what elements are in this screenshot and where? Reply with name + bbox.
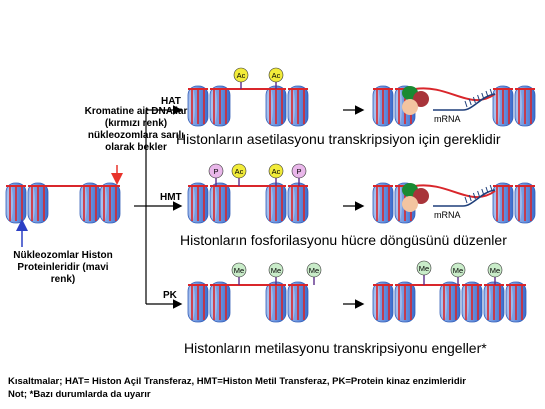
nucleosome: [492, 85, 514, 127]
nucleosome: [209, 182, 231, 224]
nucleosome: [287, 281, 309, 323]
dna-label-line: nükleozomlara sarılı: [87, 130, 185, 141]
protein-subunit: [413, 91, 429, 107]
acetyl-mark: Ac: [231, 163, 247, 186]
mark-label: Me: [309, 266, 319, 275]
abbreviations-note: Kısaltmalar; HAT= Histon Açil Transferaz…: [8, 375, 466, 401]
note-line: Not; *Bazı durumlarda da uyarır: [8, 389, 151, 400]
mark-label: Me: [490, 266, 500, 275]
dna-label-line: Kromatine ait DNA’lar: [84, 106, 188, 117]
histone-label-line: Nükleozomlar Histon: [13, 250, 113, 261]
mark-label: Ac: [235, 167, 244, 176]
nucleosome: [492, 182, 514, 224]
mark-label: Me: [271, 266, 281, 275]
nucleosome: [461, 281, 483, 323]
nucleosome: [514, 85, 536, 127]
open-dna: [414, 184, 496, 199]
pk-row: Me Me Me Me Me Me: [187, 260, 527, 323]
start-chromatin: [5, 182, 121, 224]
nucleosome: [265, 85, 287, 127]
mark-label: P: [213, 167, 218, 176]
nucleosome: [505, 281, 527, 323]
nucleosome: [287, 182, 309, 224]
nucleosome: [27, 182, 49, 224]
methyl-mark: Me: [306, 262, 322, 285]
mark-label: Me: [453, 266, 463, 275]
protein-subunit: [402, 196, 418, 212]
pk-label: PK: [163, 290, 177, 301]
transcription-complex: [402, 86, 429, 115]
dna-label-line: olarak bekler: [105, 142, 167, 153]
phospho-mark: P: [291, 163, 307, 186]
hmt-label: HMT: [160, 192, 182, 203]
pk-caption: Histonların metilasyonu transkripsiyonu …: [184, 340, 487, 356]
mark-label: Me: [419, 264, 429, 273]
abbreviations-line: Kısaltmalar; HAT= Histon Açil Transferaz…: [8, 376, 466, 387]
methyl-mark: Me: [450, 262, 466, 285]
hat-row: Ac Ac: [187, 67, 536, 127]
acetyl-mark: Ac: [268, 67, 284, 89]
nucleosome: [99, 182, 121, 224]
nucleosome: [265, 182, 287, 224]
nucleosome: [372, 85, 394, 127]
mark-label: P: [296, 167, 301, 176]
phospho-mark: P: [208, 163, 224, 186]
protein-subunit: [413, 188, 429, 204]
histone-label-line: renk): [50, 274, 76, 285]
nucleosome: [483, 281, 505, 323]
histone-description: Nükleozomlar Histon Proteinleridir (mavi…: [4, 250, 122, 286]
dna-label-line: (kırmızı renk): [104, 118, 168, 129]
nucleosome: [187, 85, 209, 127]
hat-mrna-label: mRNA: [434, 114, 461, 124]
hmt-caption: Histonların fosforilasyonu hücre döngüsü…: [180, 232, 507, 248]
nucleosome: [187, 182, 209, 224]
mark-label: Ac: [237, 71, 246, 80]
mark-label: Me: [234, 266, 244, 275]
transcription-complex: [402, 183, 429, 212]
nucleosome: [265, 281, 287, 323]
mark-label: Ac: [272, 71, 281, 80]
nucleosome: [372, 281, 394, 323]
mark-label: Ac: [272, 167, 281, 176]
nucleosome: [394, 281, 416, 323]
methyl-mark: Me: [416, 260, 432, 285]
nucleosome: [439, 281, 461, 323]
acetyl-mark: Ac: [233, 67, 249, 89]
nucleosome: [372, 182, 394, 224]
nucleosome: [209, 281, 231, 323]
methyl-mark: Me: [268, 262, 284, 285]
mrna-strand: [433, 88, 496, 111]
nucleosome: [5, 182, 27, 224]
methyl-mark: Me: [231, 262, 247, 285]
nucleosome: [514, 182, 536, 224]
nucleosome: [187, 281, 209, 323]
hmt-mrna-label: mRNA: [434, 210, 461, 220]
hat-label: HAT: [161, 96, 181, 107]
acetyl-mark: Ac: [268, 163, 284, 186]
histone-label-line: Proteinleridir (mavi: [17, 262, 109, 273]
branch-connector: [134, 105, 183, 309]
hmt-row: P Ac Ac P: [187, 163, 536, 224]
dna-description: Kromatine ait DNA’lar (kırmızı renk) nük…: [74, 106, 198, 154]
methyl-mark: Me: [487, 262, 503, 285]
nucleosome: [79, 182, 101, 224]
protein-subunit: [402, 99, 418, 115]
open-dna: [414, 87, 496, 102]
hat-caption: Histonların asetilasyonu transkripsiyon …: [176, 131, 501, 147]
nucleosome: [209, 85, 231, 127]
nucleosome: [287, 85, 309, 127]
mrna-strand: [433, 184, 496, 207]
